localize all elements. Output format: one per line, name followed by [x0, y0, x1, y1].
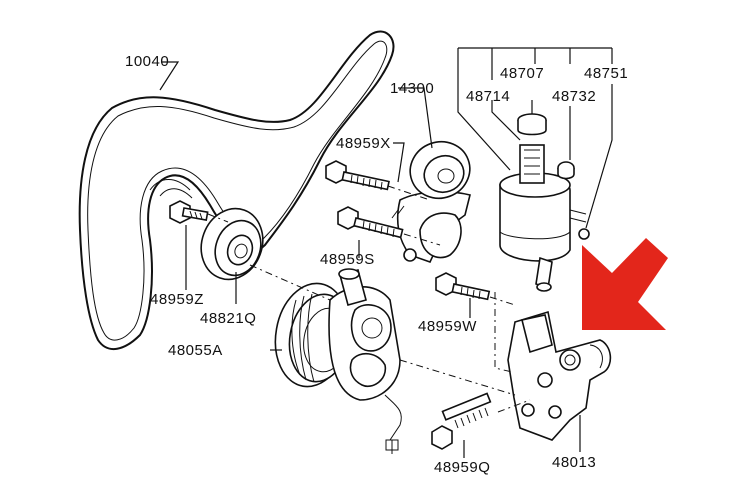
- reservoir-fittings: [557, 161, 590, 240]
- label-48732: 48732: [552, 88, 596, 105]
- leader-lines: [159, 47, 613, 458]
- label-48714: 48714: [466, 88, 510, 105]
- tensioner-14300: [391, 140, 471, 263]
- label-48821Q: 48821Q: [200, 310, 256, 327]
- idler-bolt-48959Z: [169, 200, 209, 224]
- label-48959W: 48959W: [418, 318, 477, 335]
- part-labels: 10040 14300 48707 48714 48751 48732 4895…: [125, 53, 628, 476]
- label-48707: 48707: [500, 65, 544, 82]
- tensioner-bolt-48959X: [325, 160, 390, 191]
- pump-bracket-48013: [507, 310, 612, 441]
- label-14300: 14300: [390, 80, 434, 97]
- center-lines: [207, 185, 531, 413]
- label-48959Q: 48959Q: [434, 459, 490, 476]
- label-48751: 48751: [584, 65, 628, 82]
- idler-pulley-48821Q: [200, 207, 264, 281]
- pump-48055A: [274, 268, 402, 454]
- label-48013: 48013: [552, 454, 596, 471]
- pump-bolt-48959Q: [431, 392, 492, 450]
- pointer-arrow-icon: [582, 238, 668, 330]
- bracket-bolt-48959W: [435, 272, 491, 301]
- label-10040: 10040: [125, 53, 169, 70]
- label-48959S: 48959S: [320, 251, 375, 268]
- label-48959Z: 48959Z: [150, 291, 204, 308]
- reservoir-48707: [499, 113, 571, 292]
- tensioner-bolt-48959S: [337, 206, 404, 239]
- label-48055A: 48055A: [168, 342, 223, 359]
- label-48959X: 48959X: [336, 135, 391, 152]
